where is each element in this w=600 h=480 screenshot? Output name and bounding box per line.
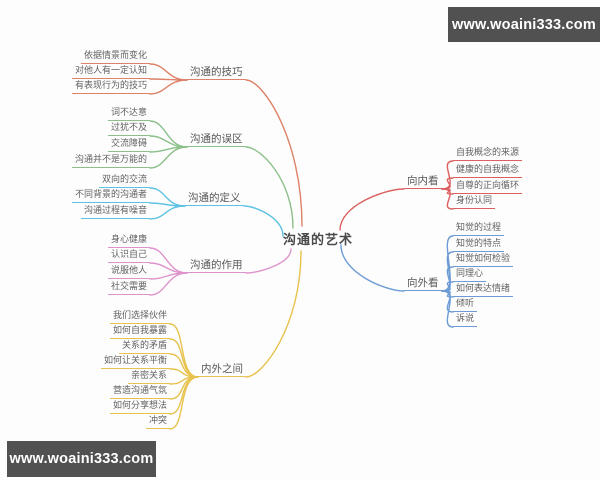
child-topic[interactable]: 过犹不及 [107,123,150,136]
child-topic[interactable]: 营造沟通气氛 [109,386,170,399]
branch-topic[interactable]: 沟通的作用 [187,259,246,273]
branch-topic[interactable]: 沟通的定义 [185,192,244,206]
child-topic[interactable]: 社交需要 [107,282,150,295]
branch-topic[interactable]: 沟通的技巧 [187,66,246,80]
child-topic[interactable]: 认识自己 [107,250,150,263]
child-topic[interactable]: 双向的交流 [98,175,150,188]
branch-topic[interactable]: 向外看 [404,277,442,291]
child-topic[interactable]: 沟通过程有噪音 [80,206,150,219]
child-topic[interactable]: 身份认同 [453,196,496,209]
child-topic[interactable]: 冲突 [145,416,170,429]
child-topic[interactable]: 如何让关系平衡 [100,356,170,369]
child-topic[interactable]: 知觉的特点 [453,239,505,252]
child-topic[interactable]: 说服他人 [107,266,150,279]
child-topic[interactable]: 如何表达情绪 [453,284,514,297]
branch-topic[interactable]: 沟通的误区 [187,133,246,147]
branch-topic[interactable]: 内外之间 [198,363,246,377]
child-topic[interactable]: 倾听 [453,299,478,312]
child-topic[interactable]: 诉说 [453,314,478,327]
child-topic[interactable]: 自我概念的来源 [453,148,523,161]
child-topic[interactable]: 自尊的正向循环 [453,181,523,194]
watermark-banner-bottom: www.woaini333.com [7,441,156,477]
child-topic[interactable]: 我们选择伙伴 [109,311,170,324]
child-topic[interactable]: 依据情景而变化 [80,51,150,64]
child-topic[interactable]: 身心健康 [107,235,150,248]
child-topic[interactable]: 同理心 [453,269,487,282]
child-topic[interactable]: 亲密关系 [127,371,170,384]
child-topic[interactable]: 如何自我暴露 [109,326,170,339]
child-topic[interactable]: 健康的自我概念 [453,165,523,178]
child-topic[interactable]: 沟通并不是万能的 [71,155,150,168]
child-topic[interactable]: 知觉的过程 [453,223,505,236]
root-topic[interactable]: 沟通的艺术 [283,233,354,248]
child-topic[interactable]: 词不达意 [107,108,150,121]
watermark-banner-top: www.woaini333.com [448,7,600,42]
child-topic[interactable]: 对他人有一定认知 [71,66,150,79]
child-topic[interactable]: 知觉如何检验 [453,254,514,267]
branch-topic[interactable]: 向内看 [404,175,442,189]
child-topic[interactable]: 有表现行为的技巧 [71,81,150,94]
child-topic[interactable]: 如何分享想法 [109,401,170,414]
child-topic[interactable]: 不同背景的沟通者 [71,190,150,203]
child-topic[interactable]: 交流障碍 [107,139,150,152]
child-topic[interactable]: 关系的矛盾 [118,341,170,354]
